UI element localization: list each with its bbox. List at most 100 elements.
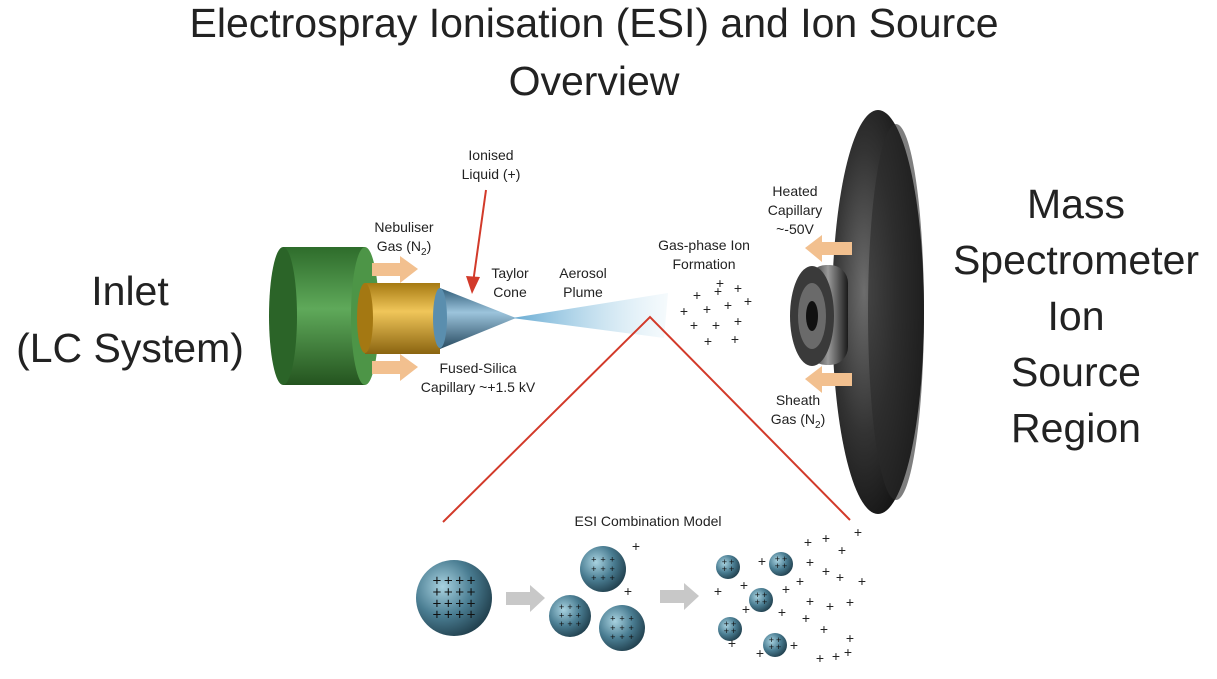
heated-capillary-label-3: ~-50V bbox=[776, 221, 814, 237]
free-ion-plus: + bbox=[844, 644, 852, 660]
charged-droplet: ++++ bbox=[718, 617, 742, 641]
droplet-charge: + bbox=[724, 626, 729, 636]
droplet-charge: + bbox=[600, 573, 605, 583]
free-ion-plus: + bbox=[820, 621, 828, 637]
droplet-charge: + bbox=[559, 602, 564, 612]
droplet-charge: + bbox=[610, 632, 615, 642]
ionised-liquid-label-2: Liquid (+) bbox=[462, 166, 521, 182]
gas-ion-plus: + bbox=[744, 293, 752, 309]
title-line-2: Overview bbox=[509, 58, 680, 104]
droplet-charge: + bbox=[610, 623, 615, 633]
inlet-label-line-1: Inlet bbox=[91, 268, 169, 314]
droplet-charge: + bbox=[455, 572, 464, 589]
esi-model-title: ESI Combination Model bbox=[574, 513, 721, 529]
free-ion-plus: + bbox=[782, 581, 790, 597]
droplet-charge: + bbox=[619, 614, 624, 624]
droplet-charge: + bbox=[432, 572, 441, 589]
gas-ion-plus: + bbox=[680, 303, 688, 319]
droplet-charge: + bbox=[467, 584, 476, 601]
sheath-gas-label-1: Sheath bbox=[776, 392, 820, 408]
droplet-charge: + bbox=[776, 635, 781, 645]
droplet-charge: + bbox=[619, 623, 624, 633]
mass-spec-line-4: Source bbox=[1011, 349, 1141, 395]
taylor-cone bbox=[440, 288, 516, 349]
droplet-charge: + bbox=[467, 607, 476, 624]
free-ion-plus: + bbox=[806, 593, 814, 609]
fused-silica-capillary bbox=[357, 283, 440, 354]
heated-capillary-hub bbox=[790, 265, 848, 366]
droplet-charge: + bbox=[467, 572, 476, 589]
droplet-charge: + bbox=[769, 642, 774, 652]
charged-droplet: ++++ bbox=[716, 555, 740, 579]
gas-ion-plus: + bbox=[734, 280, 742, 296]
droplet-charge: + bbox=[610, 614, 615, 624]
droplet-charge: + bbox=[559, 619, 564, 629]
free-ion-plus: + bbox=[790, 637, 798, 653]
droplet-charge: + bbox=[731, 626, 736, 636]
droplet-charge: + bbox=[629, 614, 634, 624]
droplet-charge: + bbox=[724, 619, 729, 629]
free-ion-plus: + bbox=[806, 554, 814, 570]
droplet-body bbox=[749, 588, 773, 612]
droplet-charge: + bbox=[629, 623, 634, 633]
gas-ion-plus: + bbox=[704, 333, 712, 349]
mass-spec-disc bbox=[832, 110, 924, 514]
free-ion-plus: + bbox=[858, 573, 866, 589]
fused-silica-label-2: Capillary ~+1.5 kV bbox=[421, 379, 536, 395]
droplet-charge: + bbox=[729, 564, 734, 574]
droplet-charge: + bbox=[610, 555, 615, 565]
free-ion-plus: + bbox=[816, 650, 824, 666]
mass-spec-line-5: Region bbox=[1011, 405, 1141, 451]
droplet-body bbox=[716, 555, 740, 579]
free-ion-plus: + bbox=[802, 610, 810, 626]
free-ion-plus: + bbox=[822, 563, 830, 579]
droplet-charge: + bbox=[729, 557, 734, 567]
droplet-body bbox=[549, 595, 591, 637]
droplet-charge: + bbox=[610, 564, 615, 574]
gas-ion-plus: + bbox=[690, 317, 698, 333]
gas-ion-plus: + bbox=[734, 313, 742, 329]
droplet-charge: + bbox=[576, 611, 581, 621]
droplet-charge: + bbox=[762, 590, 767, 600]
droplet-body bbox=[416, 560, 492, 636]
droplet-charge: + bbox=[567, 619, 572, 629]
free-ion-plus: + bbox=[624, 583, 632, 599]
droplet-charge: + bbox=[782, 554, 787, 564]
aerosol-plume-label-2: Plume bbox=[563, 284, 603, 300]
droplet-charge: + bbox=[769, 635, 774, 645]
gas-ion-plus: + bbox=[724, 297, 732, 313]
droplet-body bbox=[718, 617, 742, 641]
gas-ion-plus: + bbox=[716, 275, 724, 291]
mass-spec-line-2: Spectrometer bbox=[953, 237, 1199, 283]
free-ion-plus: + bbox=[778, 604, 786, 620]
nebuliser-arrow-bottom bbox=[372, 354, 418, 381]
droplet-charge: + bbox=[455, 607, 464, 624]
free-ion-plus: + bbox=[632, 538, 640, 554]
gas-ion-plus: + bbox=[712, 317, 720, 333]
ionised-liquid-label-1: Ionised bbox=[468, 147, 513, 163]
droplet-charge: + bbox=[731, 619, 736, 629]
free-ion-plus: + bbox=[804, 534, 812, 550]
free-ion-plus: + bbox=[756, 645, 764, 661]
droplet-charge: + bbox=[619, 632, 624, 642]
taylor-cone-label-1: Taylor bbox=[491, 265, 529, 281]
droplet-charge: + bbox=[432, 595, 441, 612]
free-ion-plus: + bbox=[758, 553, 766, 569]
droplet-charge: + bbox=[775, 561, 780, 571]
droplet-charge: + bbox=[444, 595, 453, 612]
droplet-charge: + bbox=[576, 619, 581, 629]
droplet-charge: + bbox=[444, 607, 453, 624]
droplet-charge: + bbox=[755, 597, 760, 607]
free-ion-plus: + bbox=[826, 598, 834, 614]
gas-ion-plus: + bbox=[731, 331, 739, 347]
free-ion-plus: + bbox=[846, 594, 854, 610]
droplet-charge: + bbox=[610, 573, 615, 583]
droplet-charge: + bbox=[444, 572, 453, 589]
free-ion-plus: + bbox=[728, 635, 736, 651]
droplet-charge: + bbox=[432, 607, 441, 624]
free-ion-plus: + bbox=[832, 648, 840, 664]
free-ion-plus: + bbox=[854, 524, 862, 540]
aerosol-plume bbox=[512, 293, 668, 338]
droplet-charge: + bbox=[591, 555, 596, 565]
